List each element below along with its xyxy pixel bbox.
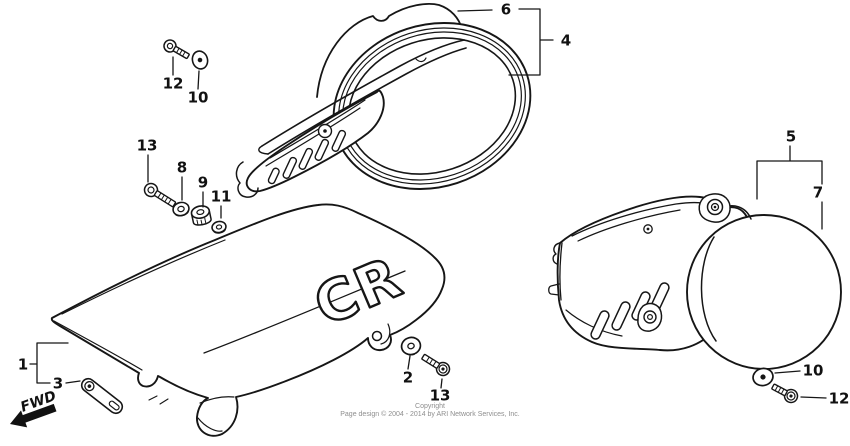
grommet-9-icon xyxy=(190,205,212,226)
callout-leader-lines xyxy=(29,8,827,399)
bolt-12-lower-icon xyxy=(771,383,799,404)
bolt-13-upper-icon xyxy=(143,182,177,208)
callout-label-13-upper[interactable]: 13 xyxy=(135,136,159,155)
callout-label-13-lower[interactable]: 13 xyxy=(428,386,452,405)
fwd-arrow-icon: FWD xyxy=(10,388,58,428)
front-side-cover-illustration xyxy=(235,3,532,198)
copyright-footer: Copyright Page design © 2004 - 2014 by A… xyxy=(280,403,580,419)
washer-10-upper-icon xyxy=(191,50,209,70)
callout-label-12-upper[interactable]: 12 xyxy=(161,74,185,93)
copyright-line-1: Copyright xyxy=(415,403,445,410)
callout-label-6[interactable]: 6 xyxy=(499,0,513,19)
bolt-13-lower-icon xyxy=(421,353,451,377)
washer-8-icon xyxy=(172,201,190,217)
copyright-line-2: Page design © 2004 - 2014 by ARI Network… xyxy=(340,411,520,418)
small-screw-icon xyxy=(643,224,653,234)
screw-boss-top-icon xyxy=(698,193,731,223)
callout-label-7[interactable]: 7 xyxy=(811,183,825,202)
seat-illustration: CR xyxy=(50,203,446,437)
callout-label-9[interactable]: 9 xyxy=(196,173,210,192)
callout-label-2[interactable]: 2 xyxy=(401,368,415,387)
nut-11-icon xyxy=(211,220,227,234)
callout-label-5[interactable]: 5 xyxy=(784,127,798,146)
front-cover-louvers xyxy=(267,129,347,185)
screw-boss-bottom-icon xyxy=(637,302,663,332)
callout-label-10-lower[interactable]: 10 xyxy=(801,361,825,380)
callout-label-1[interactable]: 1 xyxy=(16,355,30,374)
hardware-icons xyxy=(143,39,799,404)
callout-label-3[interactable]: 3 xyxy=(51,374,65,393)
seat-strap-illustration xyxy=(80,377,124,415)
callout-label-8[interactable]: 8 xyxy=(175,158,189,177)
washer-2-icon xyxy=(400,336,422,356)
right-side-cover-illustration xyxy=(548,193,842,370)
bolt-12-upper-icon xyxy=(163,39,190,60)
callout-label-11[interactable]: 11 xyxy=(209,187,233,206)
callout-label-4[interactable]: 4 xyxy=(559,31,573,50)
callout-label-10-upper[interactable]: 10 xyxy=(186,88,210,107)
washer-10-lower-icon xyxy=(752,367,774,387)
callout-label-12-lower[interactable]: 12 xyxy=(827,389,850,408)
